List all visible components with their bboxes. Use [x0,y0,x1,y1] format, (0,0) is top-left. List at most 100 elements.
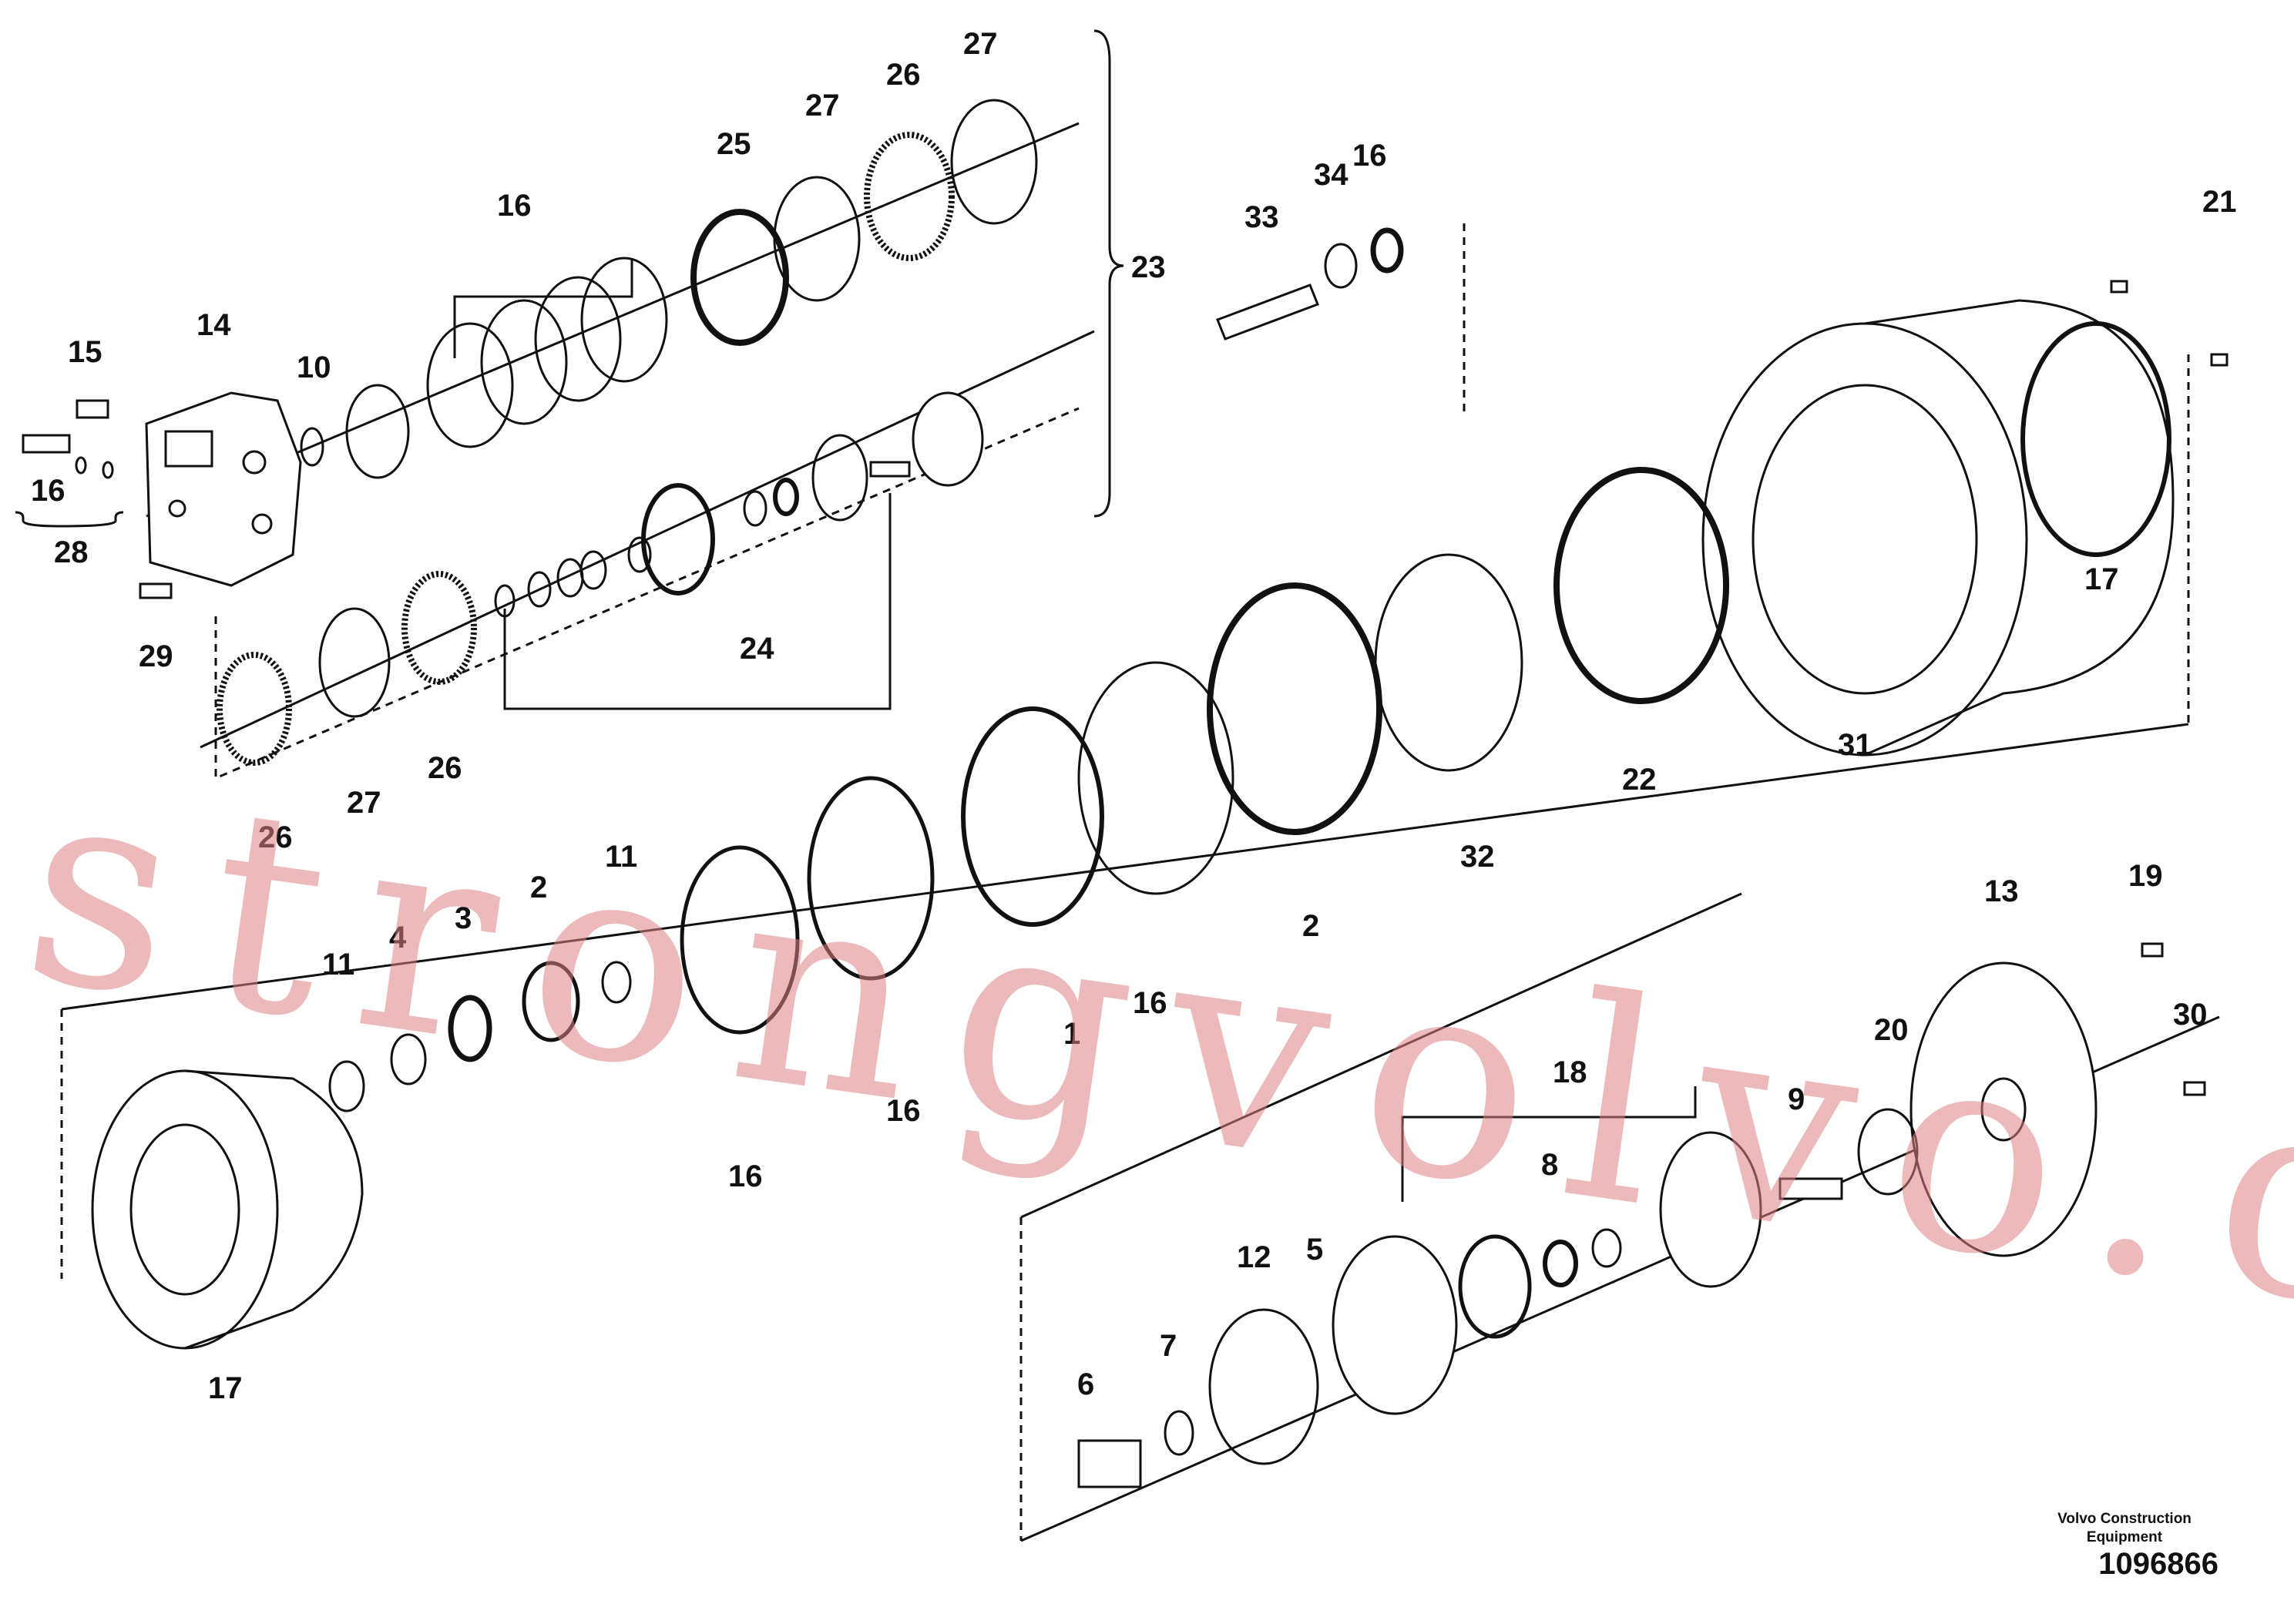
callout-22: 22 [1622,763,1657,797]
callout-17b: 17 [2084,562,2119,596]
callout-16c: 16 [1352,139,1387,173]
ring-7 [1164,1410,1194,1456]
needle-bearing-8 [1543,1240,1578,1287]
callout-16f: 16 [728,1159,763,1193]
callout-27a: 27 [805,89,840,122]
spring-a [556,558,584,598]
washer-b [627,536,652,573]
sun-gear-9 [1778,1177,1843,1200]
callout-4: 4 [389,921,407,955]
callout-32: 32 [1460,840,1495,874]
valve-plate [811,434,868,522]
callout-13: 13 [1984,874,2019,908]
document-number: 1096866 [2098,1547,2218,1581]
callout-3: 3 [455,901,472,935]
callout-8: 8 [1541,1148,1558,1182]
callout-2b: 2 [1302,909,1319,943]
bolt-21a [2110,280,2128,294]
bearing-small [773,478,799,516]
callout-34: 34 [1314,158,1349,192]
callout-31: 31 [1838,728,1872,762]
callout-1: 1 [1063,1017,1080,1051]
callout-29: 29 [139,639,173,673]
friction-disc-26c [401,571,477,685]
cylinder-block [641,483,715,596]
bearing-large [1207,582,1382,835]
seal-sleeve [1077,661,1234,895]
bolt-30 [2183,1081,2206,1096]
callout-26c: 26 [258,820,293,854]
plate-27a [773,176,861,302]
fitting-15 [76,399,109,419]
ring-16g [680,845,800,1035]
ring-16c [534,276,622,402]
callout-2a: 2 [530,871,547,904]
callout-15: 15 [68,335,102,369]
credit-line-2: Equipment [2086,1529,2163,1545]
callout-10: 10 [297,351,331,384]
ring-16b [480,299,568,425]
callout-16b: 16 [497,189,532,223]
ring-11b [601,961,632,1004]
thrust-plate [1659,1131,1762,1288]
needle-bearing-3 [448,995,492,1062]
fitting-16 [22,434,114,479]
callout-28: 28 [54,535,89,569]
cover-13 [1909,961,2098,1257]
callout-9: 9 [1788,1082,1805,1116]
leader-tie-lower [503,493,892,710]
callout-27b: 27 [963,27,998,61]
spring-b [579,550,607,590]
lower-upper-axis [1020,892,1742,1219]
friction-disc-26b [217,652,292,766]
leader-tie-18 [1401,1086,1697,1202]
callout-23: 23 [1131,250,1166,284]
callout-33: 33 [1244,200,1279,234]
bracket-23 [1093,29,1124,518]
hub-31 [1701,299,2175,757]
callout-12: 12 [1237,1240,1271,1274]
callout-21: 21 [2202,185,2237,219]
pin [869,461,911,478]
snap-ring-32 [1374,553,1523,772]
callout-18: 18 [1553,1055,1587,1089]
callout-19: 19 [2128,859,2163,893]
callout-30: 30 [2173,998,2208,1032]
callout-16d: 16 [1133,986,1167,1020]
bearing-34 [1324,243,1358,289]
planet-gear [1458,1234,1532,1339]
ring-16a [426,322,514,448]
middle-axis-line [61,723,2189,1011]
ring-11a [328,1060,365,1112]
leader-tie-16 [453,258,633,358]
callout-26b: 26 [428,751,462,785]
bolt-21b [2210,353,2229,367]
bearing-22 [1553,467,1729,704]
shaft-33 [1216,284,1319,341]
callout-24: 24 [740,632,774,666]
callout-labels: 1 2 2 3 4 5 6 7 8 9 10 11 11 12 13 14 15… [31,27,2237,1405]
seal-16e [961,706,1104,927]
callout-25: 25 [717,127,751,161]
plate-27c [318,607,391,718]
bolt-19 [2141,942,2164,958]
callout-17a: 17 [208,1371,243,1405]
callout-14: 14 [196,308,231,342]
credit-block: Volvo Construction Equipment [2001,1510,2248,1547]
carrier [1332,1235,1458,1415]
seal-10 [300,427,324,467]
callout-11b: 11 [605,840,637,874]
callout-16e: 16 [886,1094,921,1128]
plate [345,384,410,479]
washer [527,571,552,608]
bolt-29 [139,582,173,599]
plate-27b [950,99,1038,225]
bushing-8 [1591,1228,1622,1268]
bearing-25 [690,209,789,346]
seal-17b [2020,321,2171,557]
callout-5: 5 [1306,1233,1323,1267]
callout-27c: 27 [347,786,381,820]
credit-line-1: Volvo Construction [2057,1511,2192,1527]
callout-26a: 26 [886,58,921,92]
ring-24 [743,490,767,527]
